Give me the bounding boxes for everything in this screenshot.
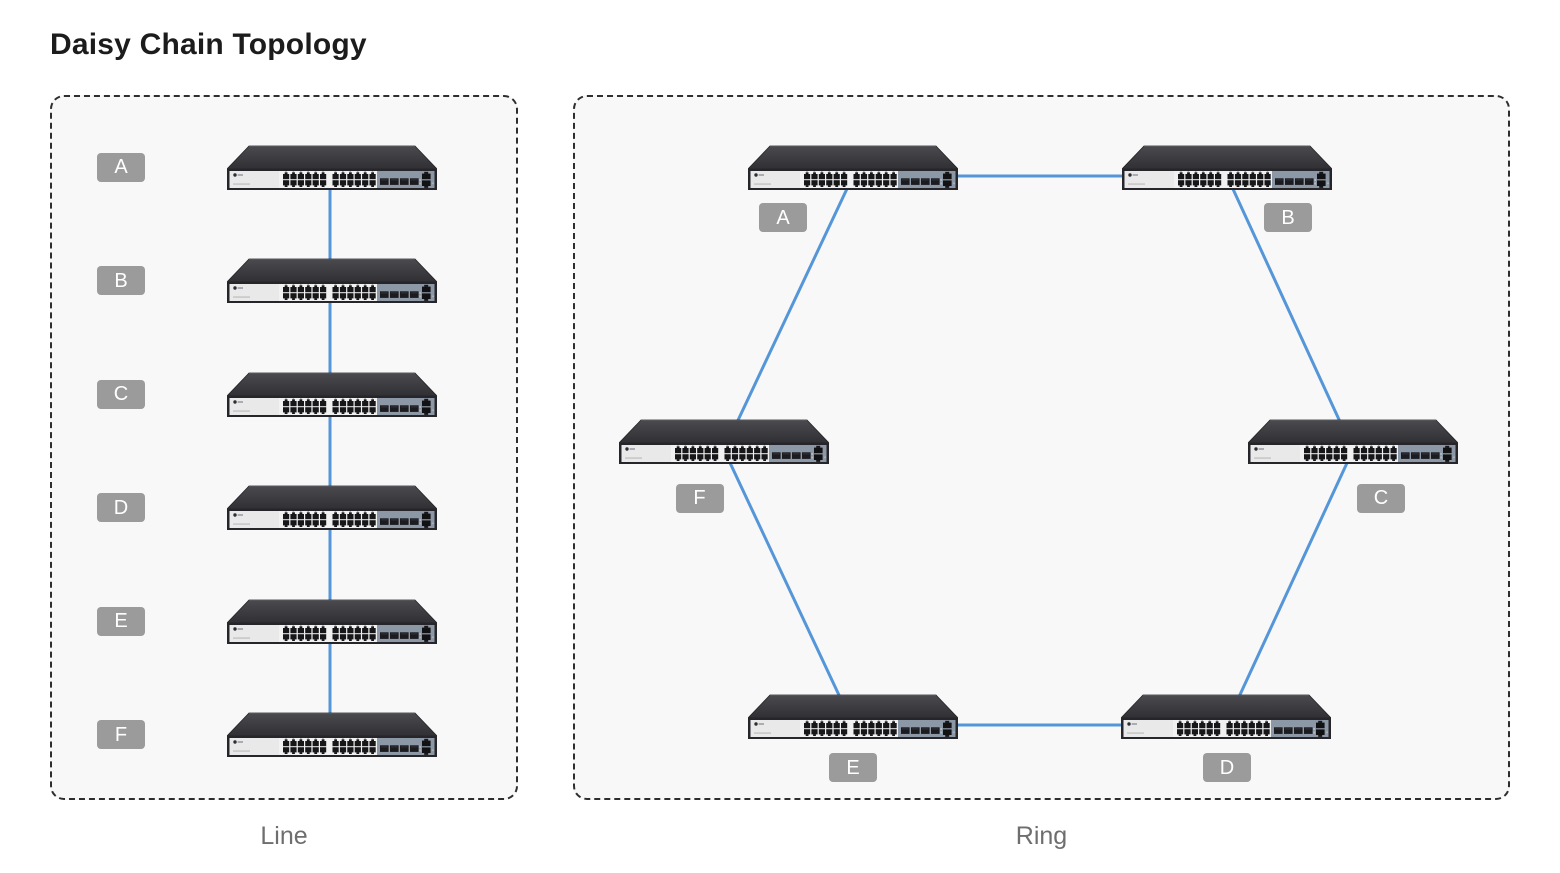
node-badge-b: B (97, 266, 145, 295)
node-badge-d: D (1203, 753, 1251, 782)
network-switch-d (227, 485, 437, 530)
network-switch-a (748, 145, 958, 190)
ring-link-e-f (722, 449, 855, 726)
network-switch-f (227, 712, 437, 757)
ring-caption: Ring (1015, 822, 1068, 850)
node-badge-a: A (759, 203, 807, 232)
network-switch-c (1248, 419, 1458, 464)
ring-link-b-c (1225, 175, 1355, 451)
node-badge-f: F (97, 720, 145, 749)
node-badge-c: C (1357, 483, 1405, 513)
node-badge-c: C (97, 379, 145, 409)
network-switch-d (1121, 694, 1331, 739)
line-links-layer (328, 176, 332, 744)
network-switch-c (227, 372, 437, 417)
page-title: Daisy Chain Topology (50, 28, 367, 61)
node-badge-b: B (1264, 203, 1312, 232)
node-badge-f: F (675, 483, 724, 513)
line-caption: Line (260, 822, 308, 850)
node-badge-d: D (97, 493, 145, 522)
network-switch-a (227, 145, 437, 190)
network-switch-b (1122, 145, 1332, 190)
ring-link-f-a (722, 175, 855, 451)
node-badge-a: A (97, 152, 145, 182)
ring-link-c-d (1224, 449, 1355, 726)
network-switch-b (227, 258, 437, 303)
node-badge-e: E (97, 606, 145, 636)
ring-topology-panel: A B C D E F (573, 95, 1510, 800)
node-badge-e: E (829, 753, 877, 782)
network-switch-f (619, 419, 829, 464)
network-switch-e (227, 599, 437, 644)
network-switch-e (748, 694, 958, 739)
line-topology-panel: A B C D E F (50, 95, 518, 800)
